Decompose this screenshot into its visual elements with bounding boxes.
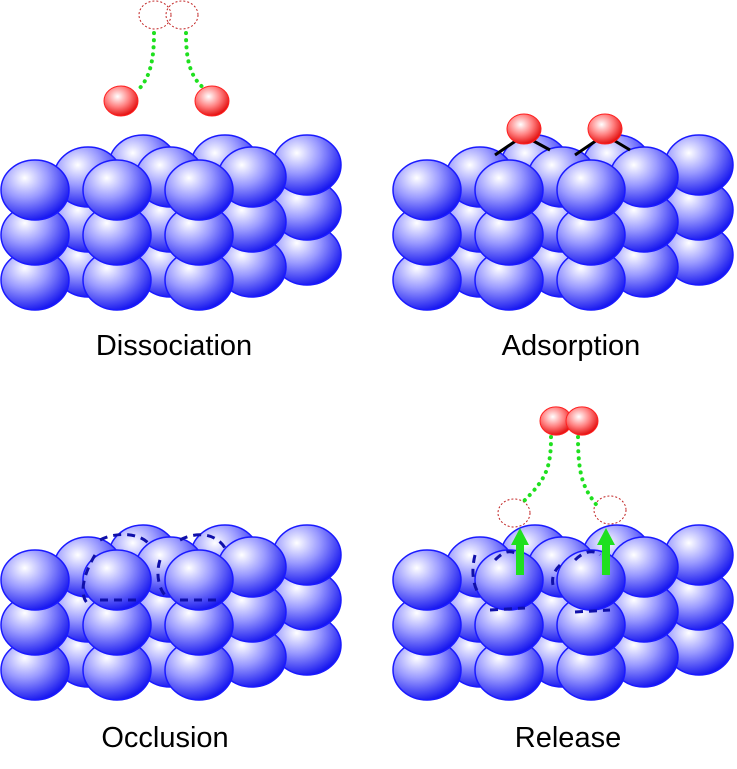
metal-atom — [164, 549, 234, 611]
gas-atom — [565, 406, 599, 436]
panel-dissociation — [0, 0, 342, 311]
hidden-outline-dashes — [81, 533, 227, 607]
metal-atom — [392, 549, 462, 611]
up-arrow-icon — [511, 528, 529, 575]
bond-lines — [494, 136, 631, 157]
metal-atom — [556, 549, 626, 611]
label-dissociation: Dissociation — [95, 330, 253, 362]
metal-atom — [82, 159, 152, 221]
gas-atom — [194, 85, 230, 117]
ghost-atom-outline — [497, 498, 531, 528]
ghost-atom-outline — [165, 0, 199, 30]
metal-atom — [164, 159, 234, 221]
hidden-outline-dashes — [471, 550, 611, 614]
label-release: Release — [514, 722, 622, 754]
up-arrow-icon — [597, 528, 615, 575]
metal-atom — [82, 549, 152, 611]
metal-atom — [392, 159, 462, 221]
metal-atom — [0, 549, 70, 611]
metal-atom — [474, 549, 544, 611]
label-adsorption: Adsorption — [501, 330, 641, 362]
trajectory-dots — [576, 435, 600, 509]
gas-atom — [506, 113, 542, 145]
trajectory-dots — [136, 31, 156, 92]
metal-atom — [474, 159, 544, 221]
trajectory-dots — [184, 31, 208, 92]
gas-atom — [587, 113, 623, 145]
metal-atom — [0, 159, 70, 221]
metal-atom — [556, 159, 626, 221]
panel-release — [392, 406, 734, 701]
gas-atom — [103, 85, 139, 117]
ghost-atom-outline — [593, 495, 627, 525]
label-occlusion: Occlusion — [101, 722, 229, 754]
ghost-atom-outline — [138, 0, 172, 30]
trajectory-dots — [520, 435, 553, 505]
panel-occlusion — [0, 524, 342, 701]
panel-adsorption — [392, 113, 734, 311]
